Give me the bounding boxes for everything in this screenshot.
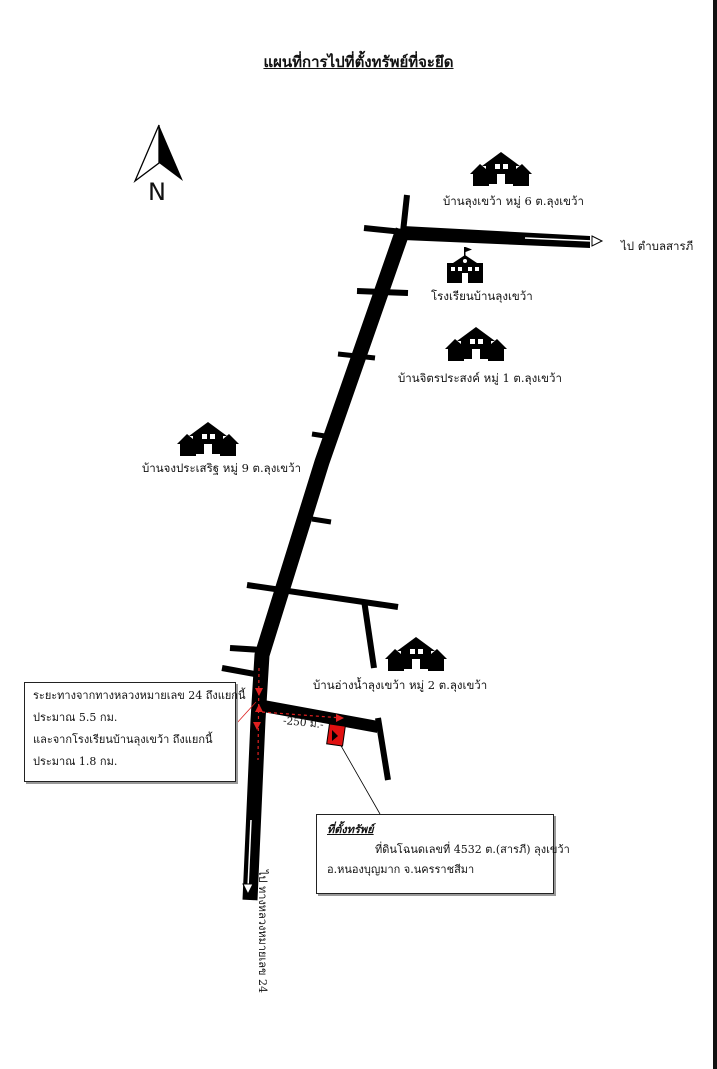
property-marker: [326, 723, 346, 747]
distance-note-line: ประมาณ 5.5 กม.: [33, 711, 118, 724]
distance-note-line: ระยะทางจากทางหลวงหมายเลข 24 ถึงแยกนี้: [33, 689, 246, 702]
route-path: [257, 667, 343, 761]
school-label: โรงเรียนบ้านลุงเขว้า: [431, 289, 533, 303]
distance-note-line: ประมาณ 1.8 กม.: [33, 755, 118, 768]
side-road-3: [311, 431, 326, 439]
side-road-1: [356, 288, 409, 296]
property-deed-line: ที่ดินโฉนดเลขที่ 4532 ต.(สารภี) ลุงเขว้า: [375, 843, 570, 856]
property-heading: ที่ตั้งทรัพย์: [327, 823, 374, 836]
page-border: [713, 0, 717, 1069]
to-saraphi-label: ไป ตำบลสารภี: [621, 239, 694, 253]
crossroad-south-branch: [361, 599, 377, 669]
note-leader-line: [235, 701, 257, 725]
south-arrow: [242, 819, 254, 896]
to-highway-24-label: ไป ทางหลวงหมายเลข 24: [256, 870, 269, 993]
village-1-label: บ้านจิตรประสงค์ หมู่ 1 ต.ลุงเขว้า: [398, 371, 562, 385]
village-2-label: บ้านอ่างน้ำลุงเขว้า หมู่ 2 ต.ลุงเขว้า: [313, 678, 488, 692]
side-road-2: [337, 351, 376, 361]
village-icon: [470, 152, 532, 186]
school-icon: [447, 247, 483, 283]
village-6-label: บ้านลุงเขว้า หมู่ 6 ต.ลุงเขว้า: [443, 194, 584, 208]
crossroad-west: [246, 582, 399, 610]
distance-note-line: และจากโรงเรียนบ้านลุงเขว้า ถึงแยกนี้: [33, 733, 213, 746]
compass-label: N: [148, 178, 166, 206]
property-leader-line: [335, 736, 381, 815]
side-road-4: [311, 516, 332, 525]
side-road-6: [221, 665, 261, 678]
village-icon: [445, 327, 507, 361]
north-arrow-icon: [133, 124, 183, 183]
property-info-box: ที่ตั้งทรัพย์ ที่ดินโฉนดเลขที่ 4532 ต.(ส…: [316, 814, 570, 894]
road-north-stub: [400, 194, 410, 233]
map-title: แผนที่การไปที่ตั้งทรัพย์ที่จะยึด: [263, 53, 454, 71]
village-icon: [177, 422, 239, 456]
village-9-label: บ้านจงประเสริฐ หมู่ 9 ต.ลุงเขว้า: [142, 461, 302, 475]
road-east: [363, 225, 604, 248]
distance-note-box: ระยะทางจากทางหลวงหมายเลข 24 ถึงแยกนี้ ปร…: [24, 682, 246, 782]
side-road-5: [229, 645, 263, 653]
property-district-line: อ.หนองบุญมาก จ.นครราชสีมา: [327, 863, 475, 876]
village-icon: [385, 637, 447, 671]
main-road: [242, 227, 411, 901]
route-arrows: [253, 688, 344, 730]
